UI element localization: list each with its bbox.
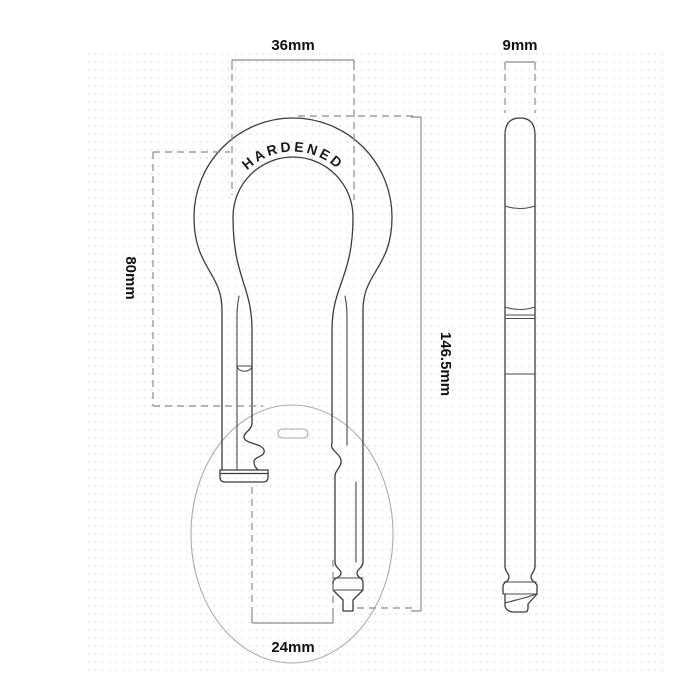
rod-tip: [504, 593, 538, 613]
rod-waist-collar: [502, 565, 538, 595]
dim-24-extension-lines: [251, 487, 334, 620]
left-leg-foot: [219, 469, 269, 483]
dim-9-label: 9mm: [502, 37, 537, 54]
dimension-overall-height: 146.5mm: [298, 115, 454, 612]
engraving-text: HARDENED: [239, 138, 348, 172]
dim-80-lines: [152, 151, 263, 407]
shackle-outer-contour: [193, 117, 393, 563]
dimension-leg-height: 80mm: [122, 151, 263, 407]
dim-36-extension-lines: [231, 74, 355, 200]
dim-146-bracket: [411, 116, 422, 612]
left-leg-detail-line: [236, 295, 240, 471]
right-leg-detail-line-upper: [344, 295, 348, 446]
left-leg-bore-cap: [236, 365, 253, 372]
rod-collar-lines: [502, 581, 538, 595]
dim-80-label: 80mm: [122, 256, 139, 299]
right-leg-notch: [330, 442, 342, 563]
lock-body-outline: [190, 404, 394, 664]
dimension-leg-gap: 24mm: [251, 487, 334, 656]
dim-9-bracket: [504, 61, 536, 70]
dim-146-label: 146.5mm: [437, 332, 454, 396]
shackle-inner-contour: [232, 156, 354, 444]
dimension-rod-diameter: 9mm: [502, 37, 538, 113]
right-leg-collar-lines: [333, 577, 364, 591]
engraving-textpath: HARDENED: [239, 138, 345, 172]
dim-36-label: 36mm: [271, 37, 314, 54]
rod-section-lines: [504, 205, 536, 375]
right-leg-tip: [332, 561, 364, 612]
side-view: [502, 117, 538, 613]
dim-24-bracket: [251, 614, 334, 624]
rod-tip-cut-edge: [504, 593, 537, 604]
rod-body: [504, 117, 536, 567]
dim-9-extension-lines: [504, 74, 536, 113]
left-leg-notch: [243, 423, 265, 471]
dimension-top-width: 36mm: [231, 37, 355, 200]
dim-36-bracket: [231, 59, 355, 70]
ghost-lock-body: [190, 404, 394, 664]
dim-146-extension-lines: [298, 115, 417, 609]
shackle-slot: [277, 428, 309, 439]
front-view: HARDENED: [193, 117, 393, 612]
dim-24-label: 24mm: [271, 639, 314, 656]
